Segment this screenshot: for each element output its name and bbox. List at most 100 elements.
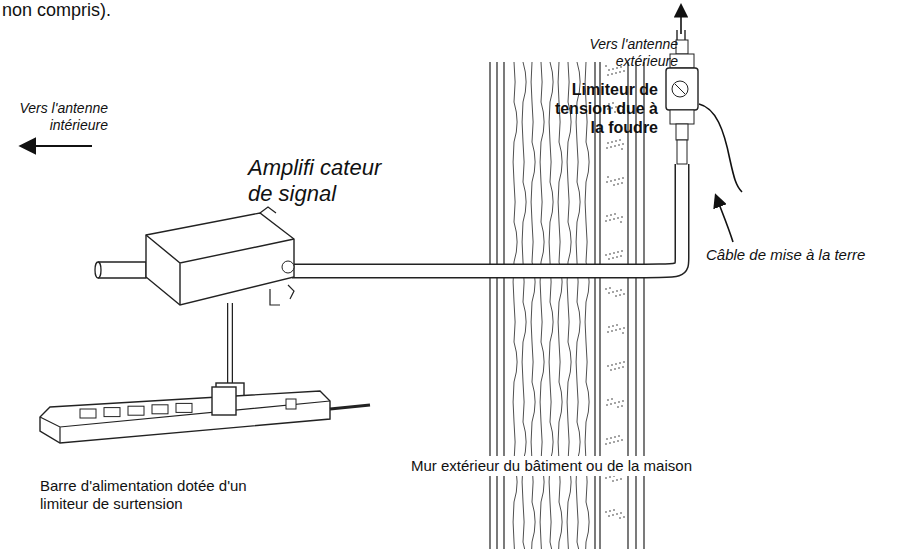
stone-dot (618, 178, 620, 180)
stone-dot (605, 477, 607, 479)
ground-wire-pointer (716, 196, 733, 242)
stone-dot (612, 291, 614, 293)
stone-dot (613, 252, 615, 254)
stone-dot (617, 217, 619, 219)
stone-dot (608, 292, 610, 294)
stone-dot (616, 479, 618, 481)
stone-dot (606, 147, 608, 149)
caption-label: Vers l'antenne extérieure (560, 36, 678, 70)
stone-dot (609, 287, 611, 289)
stone-dot (616, 256, 618, 258)
ground-wire (699, 104, 742, 192)
stone-dot (620, 512, 622, 514)
stone-dot (607, 365, 609, 367)
stone-dot (622, 177, 624, 179)
stone-dot (611, 141, 613, 143)
stone-dot (622, 366, 624, 368)
stone-dot (617, 251, 619, 253)
signal-amplifier-outline (140, 205, 300, 317)
stone-dot (622, 332, 624, 334)
stone-dot (612, 68, 614, 70)
stone-dot (622, 400, 624, 402)
stone-dot (609, 442, 611, 444)
stone-dot (623, 327, 625, 329)
caption-label: Câble de mise à la terre (706, 246, 865, 264)
stone-dot (611, 364, 613, 366)
stone-dot (605, 254, 607, 256)
stone-dot (616, 513, 618, 515)
stone-dot (618, 144, 620, 146)
signal-amplifier: Amplifi cateur de signal (140, 205, 300, 317)
stone-dot (605, 220, 607, 222)
power-strip: Barre d'alimentation dotée d'un limiteur… (40, 385, 330, 447)
stone-dot (617, 183, 619, 185)
cable-outline (292, 164, 682, 271)
stone-dot (615, 72, 617, 74)
stone-dot (619, 71, 621, 73)
stone-dot (618, 435, 620, 437)
stone-dot (614, 436, 616, 438)
stone-dot (617, 406, 619, 408)
stone-dot (613, 218, 615, 220)
stone-dot (611, 398, 613, 400)
stone-dot (621, 182, 623, 184)
stone-dot (606, 438, 608, 440)
stone-dot (606, 215, 608, 217)
stone-dot (609, 253, 611, 255)
stone-dot (620, 478, 622, 480)
stone-dot (610, 403, 612, 405)
stone-dot (610, 214, 612, 216)
stone-dot (614, 179, 616, 181)
stone-dot (621, 405, 623, 407)
power-strip-outline (40, 385, 330, 447)
stone-dot (617, 440, 619, 442)
stone-dot (613, 509, 615, 511)
caption-label: Vers l'antenne intérieure (6, 100, 108, 134)
stone-dot (614, 368, 616, 370)
stone-dot (619, 294, 621, 296)
part-label: Barre d'alimentation dotée d'un limiteur… (40, 477, 280, 513)
stone-dot (607, 399, 609, 401)
outdoor-antenna-feed (677, 6, 685, 44)
stone-dot (615, 295, 617, 297)
stone-dot (605, 511, 607, 513)
stone-dot (607, 142, 609, 144)
stone-dot (621, 250, 623, 252)
stone-dot (609, 219, 611, 221)
stone-dot (619, 328, 621, 330)
stone-dot (611, 73, 613, 75)
stone-dot (619, 362, 621, 364)
stone-dot (611, 330, 613, 332)
cable-body (292, 164, 682, 271)
stone-dot (610, 146, 612, 148)
stone-dot (607, 176, 609, 178)
stone-dot (613, 184, 615, 186)
stone-dot (610, 437, 612, 439)
stone-dot (619, 517, 621, 519)
stone-dot (614, 402, 616, 404)
stone-dot (609, 476, 611, 478)
stone-dot (623, 70, 625, 72)
stone-dot (614, 145, 616, 147)
stone-dot (610, 180, 612, 182)
stone-dot (616, 324, 618, 326)
stone-dot (614, 213, 616, 215)
stone-dot (612, 257, 614, 259)
stone-dot (609, 510, 611, 512)
stone-dot (620, 221, 622, 223)
coax-cable (292, 164, 682, 271)
stone-dot (621, 216, 623, 218)
stone-dot (608, 326, 610, 328)
stone-dot (613, 441, 615, 443)
stone-dot (605, 65, 607, 67)
stone-dot (620, 255, 622, 257)
stone-dot (618, 367, 620, 369)
stone-dot (615, 329, 617, 331)
stone-dot (621, 439, 623, 441)
part-label: Amplifi cateur de signal (248, 155, 398, 208)
stone-dot (615, 140, 617, 142)
stone-dot (612, 514, 614, 516)
stone-dot (620, 289, 622, 291)
stone-dot (606, 181, 608, 183)
